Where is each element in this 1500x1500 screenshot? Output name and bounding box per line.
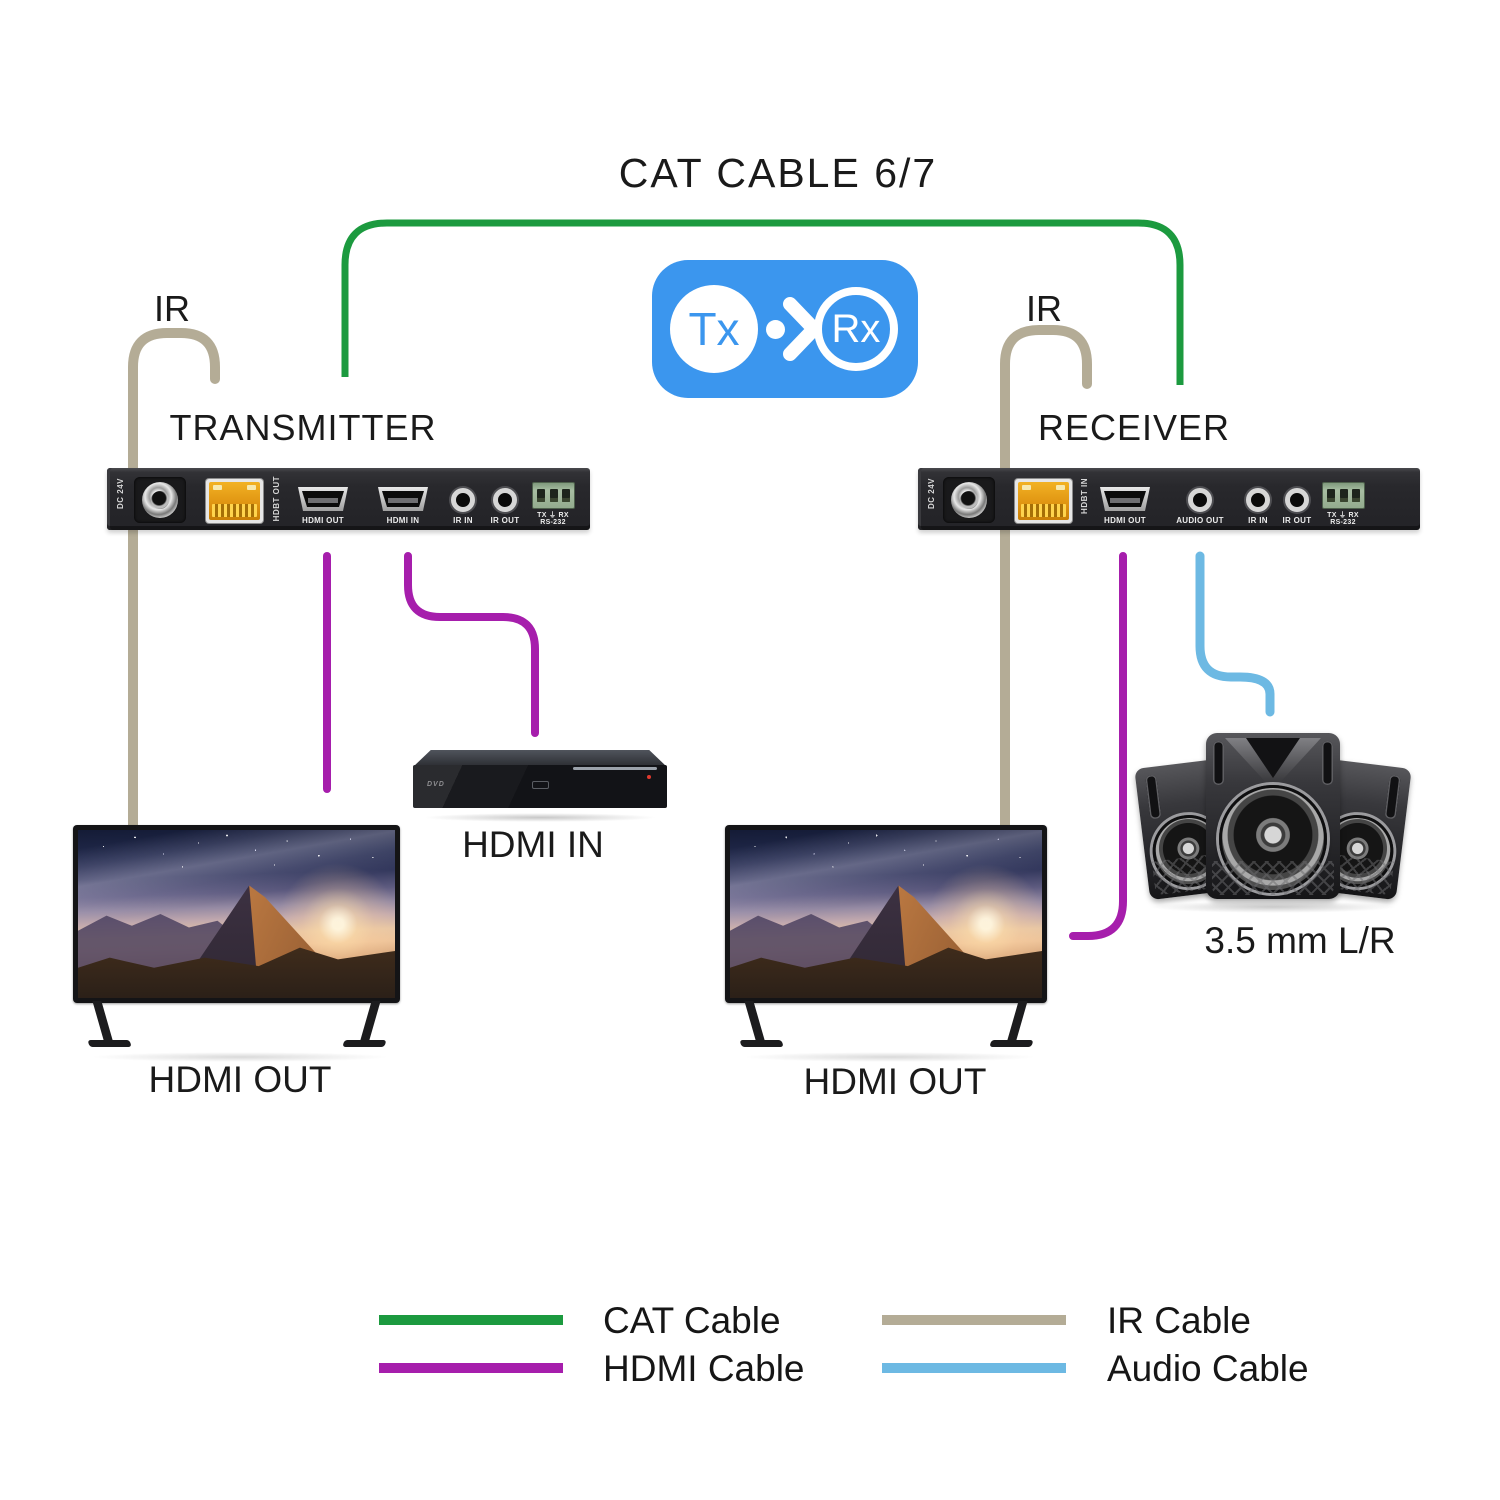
tx-circle: Tx bbox=[670, 285, 758, 373]
rx-rs232-label: TX ⏚ RX bbox=[1327, 512, 1359, 519]
rx-dc-label: DC 24V bbox=[927, 478, 936, 510]
legend-swatch-hdmi bbox=[379, 1363, 563, 1373]
rx-label: Rx bbox=[831, 306, 881, 351]
tx-hdmi-in-label: HDMI IN bbox=[386, 516, 420, 525]
rx-hdmi-out-port bbox=[1100, 487, 1150, 511]
rx-ir-out-label: IR OUT bbox=[1282, 516, 1312, 525]
rx-ir-in-label: IR IN bbox=[1248, 516, 1268, 525]
speaker-audio-label: 3.5 mm L/R bbox=[1204, 920, 1396, 961]
ir-label-left: IR bbox=[154, 288, 190, 329]
rx-ir-in-jack bbox=[1246, 488, 1270, 512]
tx-rs232-terminal bbox=[532, 482, 575, 509]
rx-rs232-terminal bbox=[1322, 482, 1365, 509]
speaker-center bbox=[1206, 733, 1340, 899]
speaker-set bbox=[1134, 733, 1412, 913]
tx-ir-in-jack bbox=[451, 488, 475, 512]
diagram-title: CAT CABLE 6/7 bbox=[618, 150, 938, 196]
tv-right bbox=[725, 825, 1047, 1047]
ir-cable-left bbox=[128, 328, 220, 837]
rx-hdbt-port bbox=[1015, 479, 1072, 523]
legend-label-audio: Audio Cable bbox=[1107, 1348, 1309, 1389]
tv-left-hdmi-out-label: HDMI OUT bbox=[148, 1059, 332, 1100]
tx-ir-out-label: IR OUT bbox=[490, 516, 520, 525]
dvd-tray-icon bbox=[532, 781, 550, 789]
dvd-hdmi-in-label: HDMI IN bbox=[462, 824, 604, 865]
tv-right-screen bbox=[730, 830, 1042, 998]
rx-audio-out-jack bbox=[1188, 488, 1212, 512]
tv-right-hdmi-out-label: HDMI OUT bbox=[803, 1061, 987, 1102]
receiver-label: RECEIVER bbox=[1037, 407, 1231, 448]
tx-hdmi-out-label: HDMI OUT bbox=[302, 516, 344, 525]
tx-hdbt-port bbox=[206, 479, 263, 523]
hdmi-cable-tx-in bbox=[404, 552, 539, 737]
arrow-dot-icon bbox=[766, 320, 785, 339]
legend-swatch-ir bbox=[882, 1315, 1066, 1325]
tx-rs232-sublabel: RS-232 bbox=[540, 519, 566, 526]
cat-cable bbox=[341, 219, 1184, 385]
hdmi-cable-rx-out bbox=[1069, 552, 1127, 940]
legend-label-cat: CAT Cable bbox=[603, 1300, 781, 1341]
legend-swatch-cat bbox=[379, 1315, 563, 1325]
tx-dc-jack bbox=[142, 482, 178, 518]
rx-circle: Rx bbox=[814, 287, 898, 371]
rx-dc-jack bbox=[951, 482, 987, 518]
tx-hdmi-out-port bbox=[298, 487, 348, 511]
rx-ir-out-jack bbox=[1285, 488, 1309, 512]
legend-swatch-audio bbox=[882, 1363, 1066, 1373]
ir-label-right: IR bbox=[1026, 288, 1062, 329]
tx-ir-out-jack bbox=[493, 488, 517, 512]
tx-ir-in-label: IR IN bbox=[453, 516, 473, 525]
dvd-power-led bbox=[647, 775, 651, 779]
dvd-player: DVD bbox=[413, 750, 667, 822]
ir-cable-right bbox=[1000, 325, 1092, 835]
audio-cable bbox=[1195, 551, 1275, 717]
txrx-badge: Tx Rx bbox=[652, 260, 918, 398]
tx-label: Tx bbox=[688, 303, 740, 355]
tx-hdmi-in-port bbox=[378, 487, 428, 511]
tv-left-screen bbox=[78, 830, 395, 998]
rx-hdmi-out-label: HDMI OUT bbox=[1104, 516, 1146, 525]
transmitter-panel: DC 24V HDBT OUT HDMI OUT HDMI IN IR IN I… bbox=[107, 468, 590, 530]
rx-audio-out-label: AUDIO OUT bbox=[1176, 516, 1224, 525]
legend-label-ir: IR Cable bbox=[1107, 1300, 1251, 1341]
legend-label-hdmi: HDMI Cable bbox=[603, 1348, 805, 1389]
tv-left bbox=[73, 825, 400, 1047]
dvd-logo: DVD bbox=[427, 781, 445, 788]
speaker-horn bbox=[1225, 738, 1321, 790]
rx-rs232-sublabel: RS-232 bbox=[1330, 519, 1356, 526]
tx-rs232-label: TX ⏚ RX bbox=[537, 512, 569, 519]
rx-hdbt-label: HDBT IN bbox=[1080, 478, 1089, 514]
receiver-panel: DC 24V HDBT IN HDMI OUT AUDIO OUT IR IN … bbox=[918, 468, 1420, 530]
transmitter-label: TRANSMITTER bbox=[169, 407, 437, 448]
tx-hdbt-label: HDBT OUT bbox=[272, 476, 281, 522]
tx-dc-label: DC 24V bbox=[116, 478, 125, 510]
